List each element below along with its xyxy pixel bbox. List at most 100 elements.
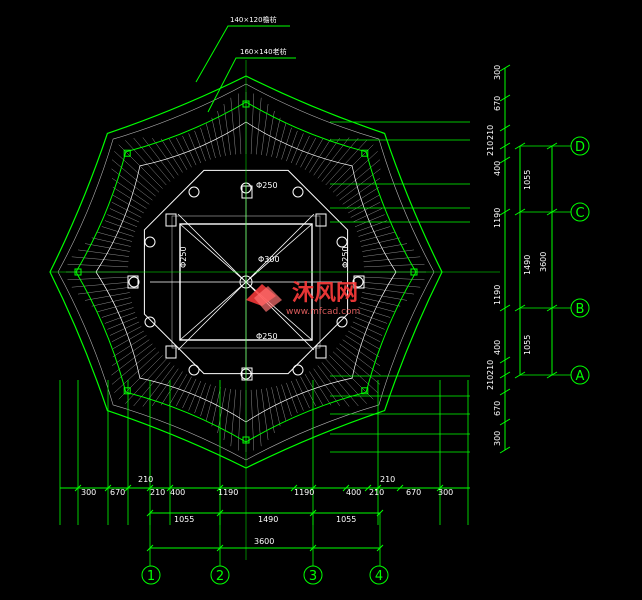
column <box>352 276 364 288</box>
rafter-line <box>194 130 206 162</box>
rafter-line <box>237 93 242 155</box>
rafter-line <box>142 137 175 179</box>
right-dim-total: 3600 <box>539 252 548 272</box>
rafter-line <box>266 110 275 156</box>
callout-label-lower: 160×140老枋 <box>240 47 287 56</box>
rafter-line <box>114 151 160 193</box>
rafter-line <box>168 374 188 406</box>
rafter-line <box>111 177 150 205</box>
dim-tick <box>342 484 350 492</box>
rafter-line <box>107 214 138 228</box>
bracket-block <box>353 275 365 289</box>
grid-bubble-A <box>570 365 590 385</box>
grid-bubble-B-label: B <box>576 302 585 317</box>
bottom-dim-1: 670 <box>110 488 125 497</box>
right-dim-mid-1: 1490 <box>523 255 532 275</box>
grid-bubble-B <box>570 298 590 318</box>
grid-bubble-1-label: 1 <box>147 569 155 584</box>
column-diameter-center: Φ300 <box>258 255 280 264</box>
bottom-dim-mid-2: 1055 <box>336 515 356 524</box>
rafter-line <box>325 140 367 186</box>
rafter-line <box>91 297 131 307</box>
right-dim-mid-0: 1055 <box>523 170 532 190</box>
rafter-line <box>188 133 202 164</box>
rafter-line <box>112 335 147 358</box>
bottom-dim-0: 300 <box>81 488 96 497</box>
column <box>144 316 156 328</box>
bottom-dim-6: 400 <box>346 488 361 497</box>
radial-beam <box>245 213 315 283</box>
rafter-line <box>363 263 425 268</box>
callout-label-upper: 140×120檐枋 <box>230 15 277 24</box>
rafter-line <box>194 382 206 414</box>
rafter-line <box>230 97 236 155</box>
bracket-block <box>165 213 177 227</box>
right-dim-11: 300 <box>493 431 502 446</box>
rafter-line <box>142 365 175 407</box>
rafter-line <box>67 276 129 281</box>
dim-tick <box>74 484 82 492</box>
dim-tick <box>364 484 372 492</box>
rafter-line <box>97 302 133 313</box>
column <box>144 236 156 248</box>
bracket-block <box>241 185 253 199</box>
bracket-block <box>315 213 327 227</box>
bottom-dimension-labels: 300 670 210 400 1190 1190 400 210 670 30… <box>81 475 453 546</box>
rafter-line <box>133 362 171 407</box>
rafter-line <box>175 137 192 168</box>
bracket-block <box>241 367 253 381</box>
grid-bubbles-right: D C B A <box>570 136 590 385</box>
corner-marker <box>123 149 131 157</box>
rafter-line <box>175 376 192 407</box>
bracket-block <box>127 275 139 289</box>
rafter-line <box>111 159 156 197</box>
rafter-line <box>276 385 287 421</box>
rafter-line <box>112 330 144 350</box>
rafter-line <box>97 231 133 242</box>
rafter-line <box>313 368 341 407</box>
right-dim-0: 300 <box>493 65 502 80</box>
rafter-line <box>111 168 153 201</box>
dim-tick <box>309 484 317 492</box>
rafter-line <box>151 368 179 407</box>
rafter-line <box>336 347 381 385</box>
watermark-url: www.mfcad.com <box>286 307 360 317</box>
rafter-line <box>309 371 332 406</box>
bottom-dim-mid-0: 1055 <box>174 515 194 524</box>
right-dim-3: 210 <box>486 141 495 156</box>
rafter-line <box>321 362 359 407</box>
grid-bubbles-bottom: 1 2 3 4 <box>141 565 389 585</box>
rafter-line <box>109 321 140 336</box>
corner-marker <box>361 149 369 157</box>
rafter-line <box>200 384 211 417</box>
dim-tick <box>124 484 132 492</box>
bottom-dim-extra-left: 210 <box>138 475 153 484</box>
rafter-line <box>304 374 324 406</box>
dim-tick <box>499 156 511 164</box>
dim-tick <box>104 484 112 492</box>
bottom-dim-4: 1190 <box>218 488 238 497</box>
bottom-dim-mid-1: 1490 <box>258 515 278 524</box>
dim-tick <box>499 304 511 312</box>
rafter-line <box>345 335 380 358</box>
rafter-line <box>286 382 298 414</box>
rafter-line <box>188 380 202 411</box>
rafter-line <box>133 137 171 182</box>
rafter-line <box>125 140 167 186</box>
bottom-dim-3: 400 <box>170 488 185 497</box>
grid-bubble-C-label: C <box>575 206 584 221</box>
rafter-line <box>304 138 324 170</box>
dim-tick <box>499 356 511 364</box>
dim-tick <box>499 371 511 379</box>
bottom-dim-total: 3600 <box>254 537 274 546</box>
corner-marker <box>123 387 131 395</box>
grid-bubble-D <box>570 136 590 156</box>
rafter-line <box>363 256 421 262</box>
column <box>336 236 348 248</box>
right-dim-4: 400 <box>493 161 502 176</box>
rafter-line <box>339 168 381 201</box>
bracket-block <box>315 345 327 359</box>
rafter-line <box>354 316 385 330</box>
right-dimension-labels: 300 670 210 210 400 1190 1190 400 210 21… <box>486 65 548 446</box>
rafter-line <box>256 97 262 155</box>
